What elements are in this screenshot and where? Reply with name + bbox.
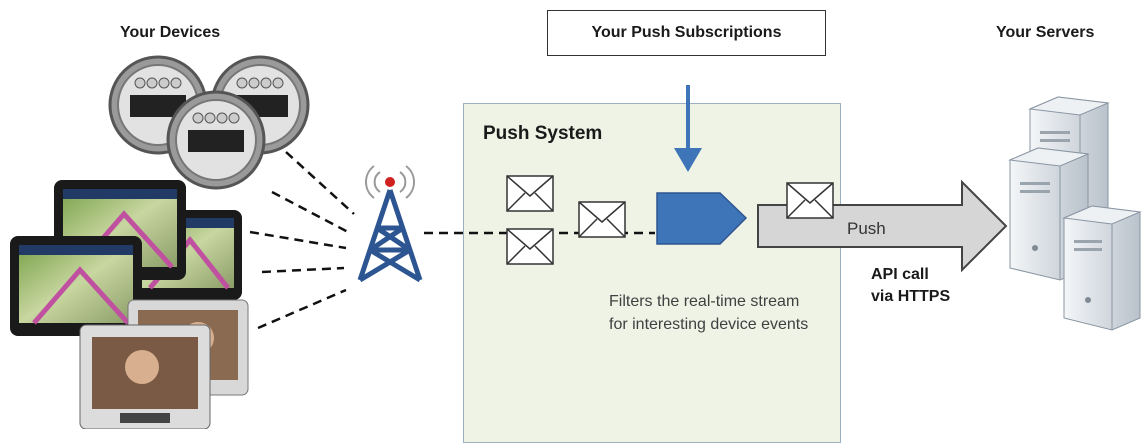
api-call-line: API call <box>871 266 929 283</box>
api-call-label: API call via HTTPS <box>871 264 950 308</box>
diagram-graphics <box>10 55 1142 429</box>
video-tablet-icon <box>79 299 249 429</box>
push-arrow <box>757 179 1008 273</box>
envelope-icon <box>786 182 834 219</box>
push-subscriptions-label: Your Push Subscriptions <box>591 24 782 41</box>
servers-heading: Your Servers <box>996 24 1095 41</box>
gps-navigator-icon <box>10 180 242 336</box>
electric-meter-icon <box>108 55 310 190</box>
devices-heading: Your Devices <box>120 24 221 41</box>
push-subscriptions-box: Your Push Subscriptions <box>547 10 826 56</box>
server-icon <box>1008 96 1142 331</box>
https-line: via HTTPS <box>871 288 951 305</box>
push-system-title: Push System <box>483 123 603 144</box>
push-system-panel <box>463 103 841 443</box>
envelope-icon <box>506 175 626 265</box>
push-label: Push <box>847 219 886 238</box>
filter-shape <box>656 192 748 245</box>
device-link-lines <box>249 151 355 330</box>
cell-tower-icon <box>357 165 423 283</box>
subscription-arrow <box>674 85 702 172</box>
filter-description: Filters the real-time stream for interes… <box>609 293 809 333</box>
